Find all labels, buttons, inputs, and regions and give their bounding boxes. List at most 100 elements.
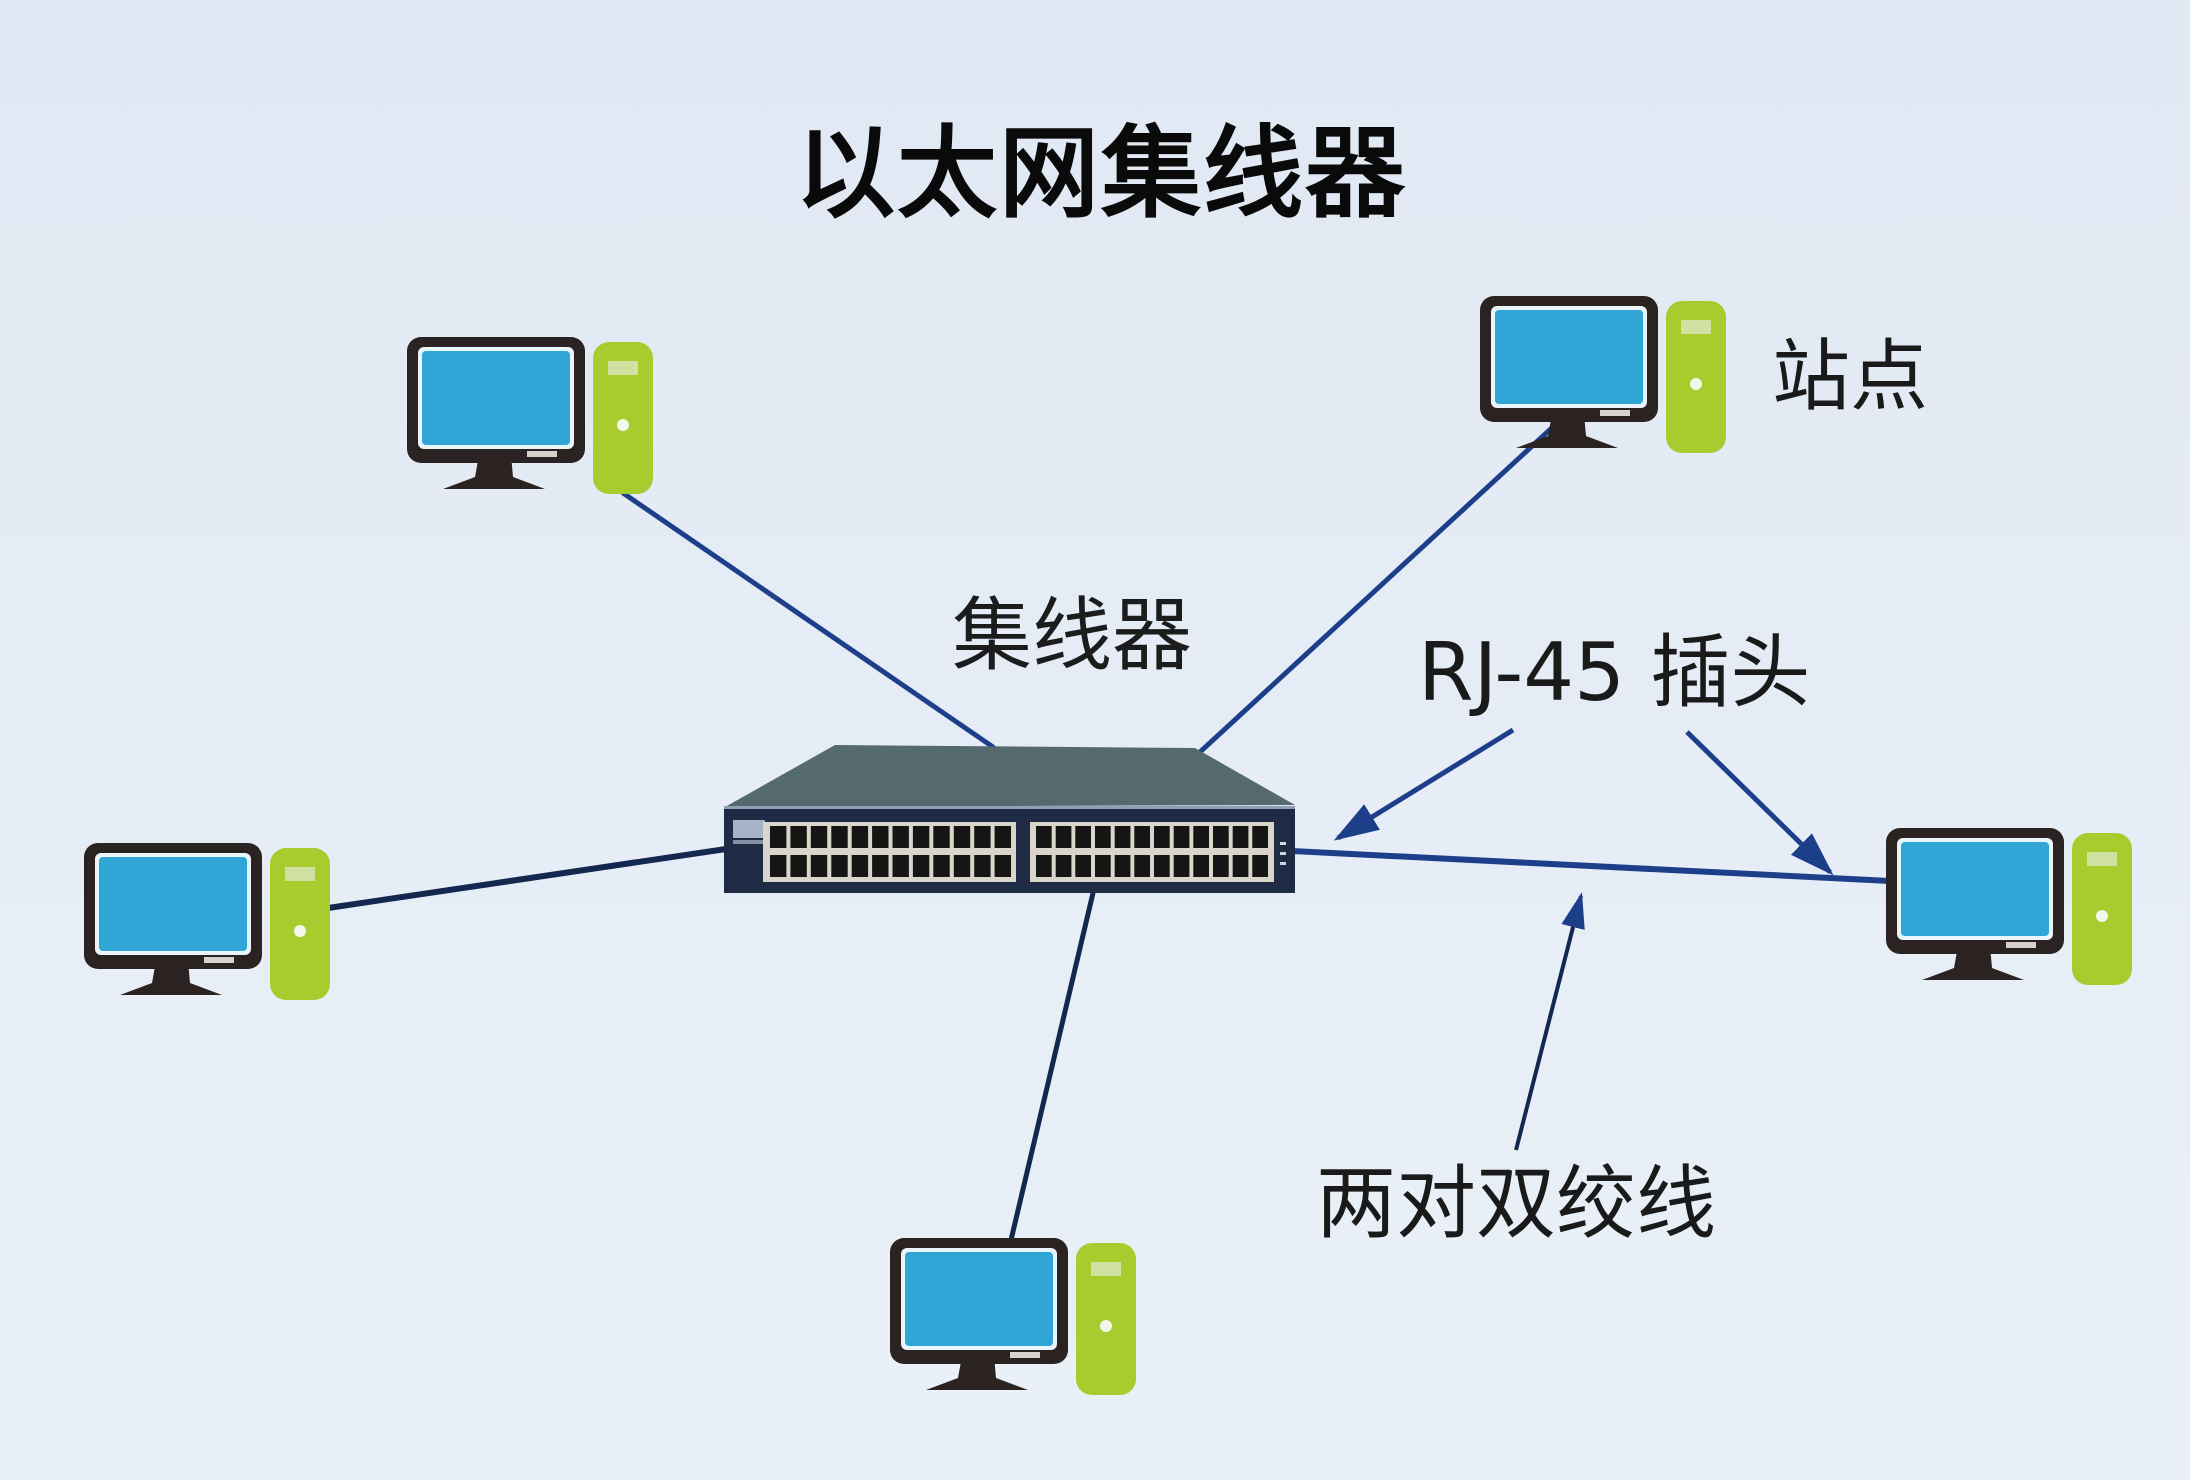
- hub-port: [810, 855, 828, 877]
- hub-port: [1095, 855, 1111, 877]
- hub-port: [1232, 826, 1249, 848]
- hub-port: [1173, 826, 1190, 848]
- hub-port: [831, 826, 848, 848]
- cable-hub-station-left: [325, 846, 729, 911]
- hub-port: [1173, 855, 1190, 877]
- hub-port: [872, 826, 889, 848]
- hub-port: [1252, 855, 1268, 877]
- tower: [270, 848, 330, 1000]
- tower-power-button: [2096, 910, 2108, 922]
- hub-port: [1193, 826, 1209, 848]
- tower-drive-bay: [2087, 852, 2117, 866]
- hub-port: [1055, 855, 1072, 877]
- rj45-arrow-to-station: [1685, 730, 1834, 876]
- hub-port: [912, 855, 930, 877]
- hub-port: [933, 826, 950, 848]
- monitor-screen: [1495, 310, 1643, 404]
- hub-port: [810, 826, 828, 848]
- hub-port: [1134, 826, 1150, 848]
- hub-port: [1213, 855, 1229, 877]
- monitor-stand: [1922, 946, 2024, 980]
- twisted-pair-arrow: [1514, 892, 1585, 1151]
- twisted-pair-label: 两对双绞线: [1316, 1157, 1716, 1250]
- cable-hub-station-right: [1289, 848, 1893, 884]
- monitor-screen: [905, 1252, 1053, 1346]
- hub-port: [1193, 855, 1209, 877]
- monitor-badge: [527, 451, 557, 457]
- hub-port: [1075, 855, 1091, 877]
- hub-port: [974, 855, 991, 877]
- hub-port: [1055, 826, 1072, 848]
- monitor-stand: [926, 1356, 1028, 1390]
- station-bottom-computer-icon: [890, 1238, 1136, 1395]
- monitor-stand: [1516, 414, 1618, 448]
- cable-hub-station-top-left: [620, 490, 996, 750]
- hub-port: [1036, 826, 1052, 848]
- rj45-arrow-to-hub: [1333, 727, 1515, 841]
- hub-port: [1134, 855, 1150, 877]
- hub-port: [933, 855, 950, 877]
- hub-port: [790, 826, 807, 848]
- hub-top-face: [725, 745, 1295, 807]
- hub-port: [994, 826, 1011, 848]
- monitor-stand: [120, 961, 222, 995]
- hub-port: [994, 855, 1011, 877]
- tower: [1666, 301, 1726, 453]
- monitor-badge: [1600, 410, 1630, 416]
- cables: [325, 422, 1893, 1243]
- tower: [2072, 833, 2132, 985]
- tower-power-button: [294, 925, 306, 937]
- cable-hub-station-top-right: [1197, 422, 1558, 755]
- hub-port: [912, 826, 930, 848]
- hub-port: [1095, 826, 1111, 848]
- hub-port: [974, 826, 991, 848]
- hub-port: [851, 855, 869, 877]
- monitor-badge: [1010, 1352, 1040, 1358]
- tower: [593, 342, 653, 494]
- monitor-screen: [99, 857, 247, 951]
- monitor-badge: [2006, 942, 2036, 948]
- hub-port: [1075, 826, 1091, 848]
- hub-port: [770, 826, 787, 848]
- tower-drive-bay: [608, 361, 638, 375]
- hub-port: [831, 855, 848, 877]
- tower-drive-bay: [1681, 320, 1711, 334]
- hub-device: [724, 745, 1295, 893]
- cable-hub-station-bottom: [1008, 890, 1096, 1243]
- diagram-title: 以太网集线器: [795, 115, 1407, 232]
- tower-power-button: [1690, 378, 1702, 390]
- hub-ports: [770, 826, 1268, 877]
- station-top-right-computer-icon: [1480, 296, 1726, 453]
- hub-port: [1232, 855, 1249, 877]
- tower: [1076, 1243, 1136, 1395]
- hub-port: [872, 855, 889, 877]
- station-left-computer-icon: [84, 843, 330, 1000]
- monitor-screen: [1901, 842, 2049, 936]
- station-right-computer-icon: [1886, 828, 2132, 985]
- hub-port: [1154, 826, 1170, 848]
- station-top-left-computer-icon: [407, 337, 653, 494]
- stations: [84, 296, 2132, 1395]
- hub-port: [770, 855, 787, 877]
- hub-port: [1036, 855, 1052, 877]
- hub-edge-highlight: [724, 806, 1295, 809]
- station-label: 站点: [1772, 332, 1929, 422]
- hub-port: [1252, 826, 1268, 848]
- rj45-plug-label: RJ-45 插头: [1418, 626, 1811, 719]
- hub-logo: [733, 820, 765, 844]
- hub-port: [892, 855, 909, 877]
- hub-label: 集线器: [952, 589, 1192, 682]
- hub-port: [851, 826, 869, 848]
- hub-port: [1114, 855, 1131, 877]
- monitor-stand: [443, 455, 545, 489]
- tower-power-button: [1100, 1320, 1112, 1332]
- hub-port: [953, 826, 971, 848]
- hub-port: [1213, 826, 1229, 848]
- tower-power-button: [617, 419, 629, 431]
- hub-status-leds: [1280, 842, 1286, 865]
- annotation-arrows: [1333, 727, 1834, 1151]
- hub-port: [1114, 826, 1131, 848]
- hub-port: [790, 855, 807, 877]
- tower-drive-bay: [1091, 1262, 1121, 1276]
